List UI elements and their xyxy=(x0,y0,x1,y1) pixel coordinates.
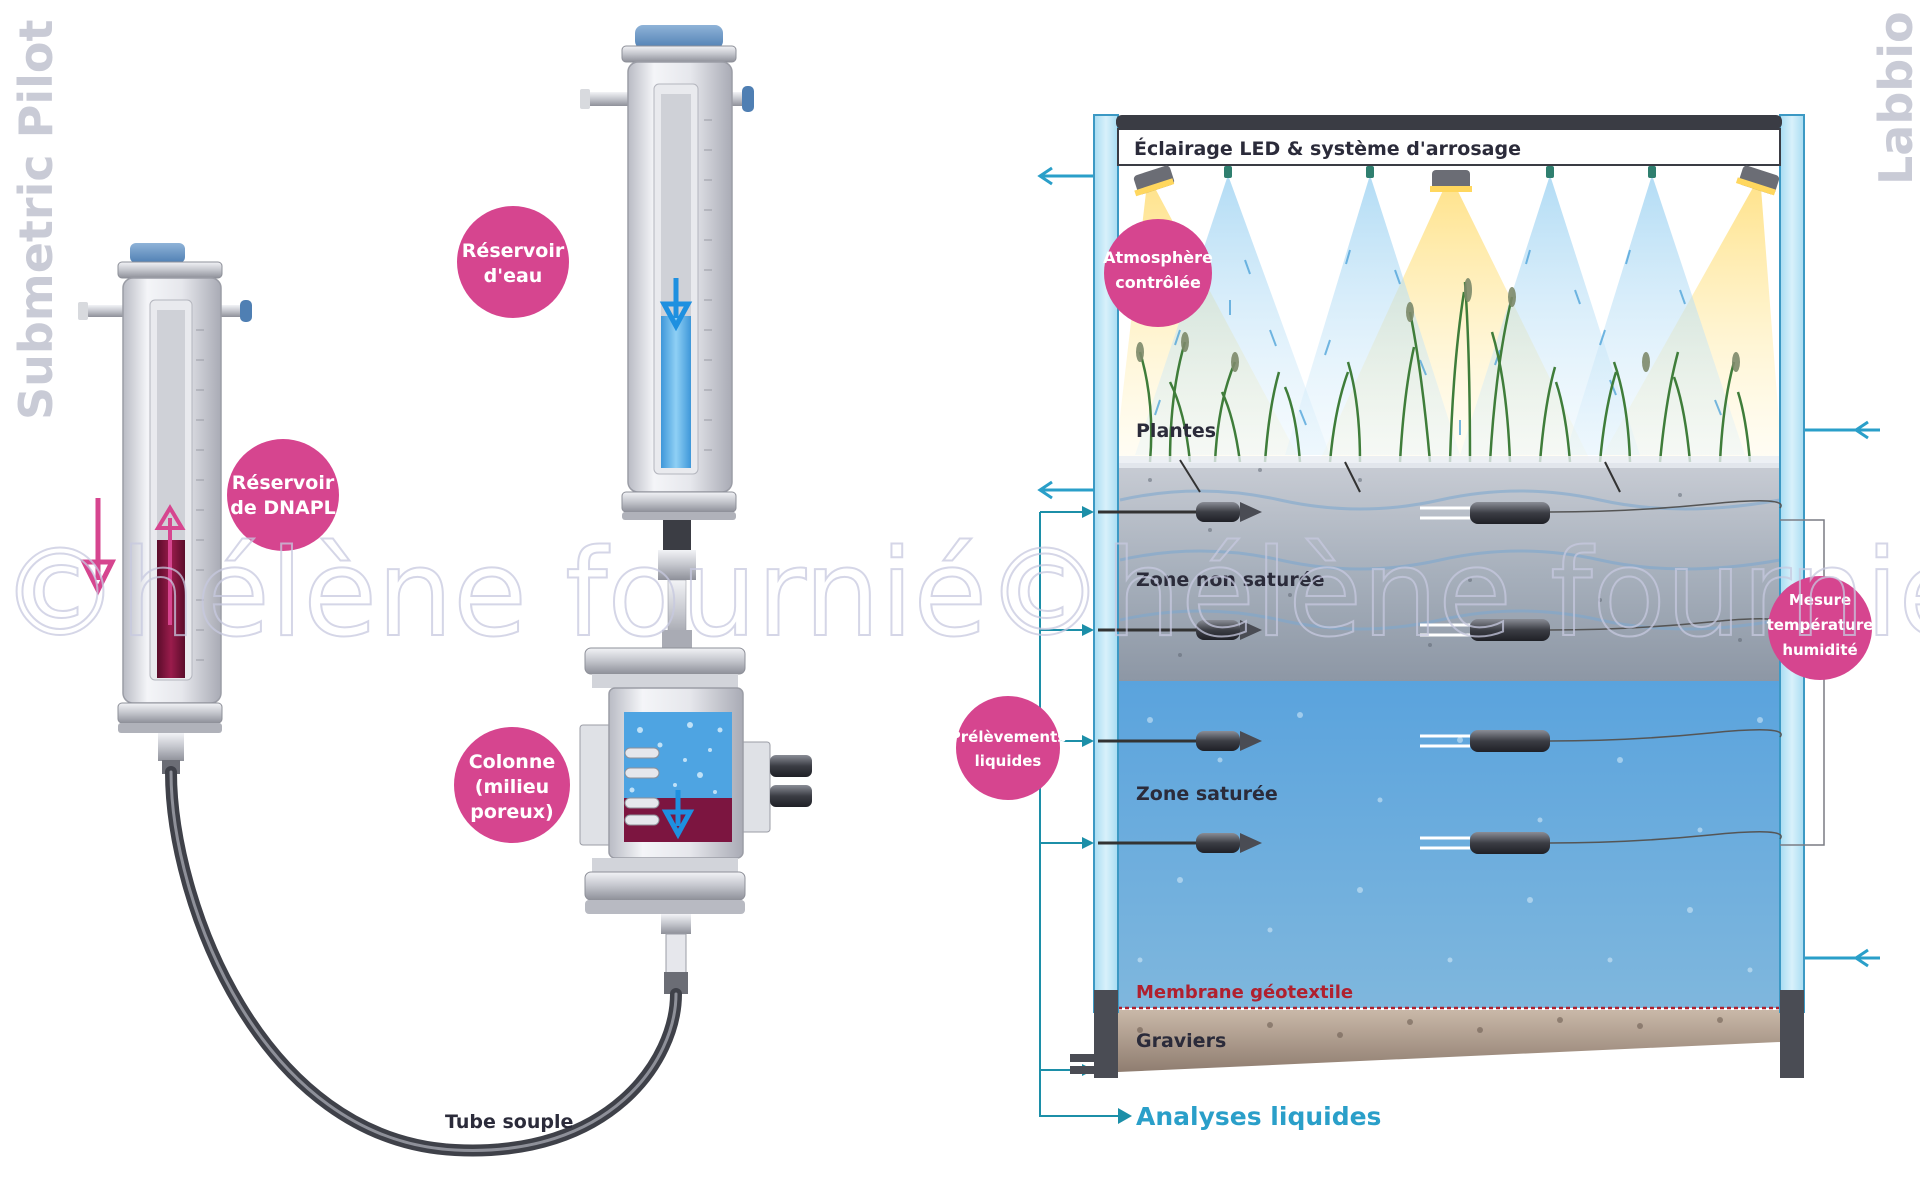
bubble-line: poreux) xyxy=(470,801,553,823)
sensor-icon xyxy=(1420,500,1782,524)
bubble-line: Colonne xyxy=(469,751,556,773)
arrow-down-icon xyxy=(661,790,695,840)
sprinkler-icon xyxy=(1224,166,1656,178)
label-graviers: Graviers xyxy=(1136,1030,1226,1052)
led-lamp-icon xyxy=(1430,170,1472,192)
label-analyses-liquides: Analyses liquides xyxy=(1136,1102,1381,1131)
arrow-up-icon xyxy=(154,504,186,625)
arrow-left-icon xyxy=(1037,166,1094,500)
led-lamp-icon xyxy=(1735,165,1780,196)
probe-icon xyxy=(1098,731,1262,751)
bubble-line: Réservoir xyxy=(232,472,335,494)
bubble-line: liquides xyxy=(975,752,1042,770)
label-reservoir-eau: Réservoir d'eau xyxy=(457,206,569,318)
spray-cone xyxy=(1135,175,1330,455)
bubble-line: Prélèvements xyxy=(950,728,1066,746)
frame-foot-left xyxy=(1094,990,1118,1078)
label-tube-souple: Tube souple xyxy=(445,1111,573,1133)
bubble-line: humidité xyxy=(1782,641,1857,659)
frame-foot-right xyxy=(1780,990,1804,1078)
arrow-down-icon xyxy=(659,278,693,332)
label-prelevements: Prélèvements liquides xyxy=(950,696,1066,800)
label-mesure: Mesure température humidité xyxy=(1767,576,1874,680)
label-eclairage: Éclairage LED & système d'arrosage xyxy=(1134,137,1521,160)
bubble-line: contrôlée xyxy=(1115,273,1201,292)
label-reservoir-dnapl: Réservoir de DNAPL xyxy=(227,439,339,551)
arrow-down-icon xyxy=(79,498,117,596)
spray-cone xyxy=(1285,175,1460,455)
watermark-left: ©hélène fournié xyxy=(0,525,987,664)
bubble-line: Atmosphère xyxy=(1103,248,1213,267)
bubble-line: d'eau xyxy=(484,265,543,287)
label-plantes: Plantes xyxy=(1136,420,1216,442)
porous-column xyxy=(579,647,812,994)
arrow-right-icon xyxy=(1118,1108,1132,1124)
side-title-right: Labbio xyxy=(1869,11,1920,185)
bubble-line: (milieu xyxy=(475,776,549,798)
side-title-left: Submetric Pilot xyxy=(9,19,63,420)
plants xyxy=(1138,281,1752,463)
probe-icon xyxy=(1098,833,1262,853)
led-lamp-icon xyxy=(1133,165,1175,197)
bubble-line: Réservoir xyxy=(462,240,565,262)
reservoir-cap xyxy=(635,25,723,49)
dnapl-reservoir xyxy=(78,243,252,774)
arrow-left-icon xyxy=(1804,420,1880,968)
sensor-icon xyxy=(1420,831,1782,854)
left-apparatus: Réservoir de DNAPL Réservoir d'eau Colon… xyxy=(78,25,812,1157)
probe-icon xyxy=(1098,502,1262,522)
spray-cone xyxy=(1565,175,1745,455)
label-atmosphere: Atmosphère contrôlée xyxy=(1103,219,1213,327)
top-rail xyxy=(1116,115,1782,129)
watermark-right: ©hélène fournié xyxy=(985,525,1920,664)
bubble-line: de DNAPL xyxy=(230,497,336,519)
label-colonne: Colonne (milieu poreux) xyxy=(454,727,570,843)
gravel-layer xyxy=(1118,1010,1780,1072)
label-membrane: Membrane géotextile xyxy=(1136,982,1353,1003)
water-reservoir xyxy=(580,25,754,651)
right-mesocosm: Éclairage LED & système d'arrosage Plant… xyxy=(950,114,1880,1131)
reservoir-cap xyxy=(130,243,185,263)
label-zone-saturee: Zone saturée xyxy=(1136,783,1278,805)
bubble-line: Mesure xyxy=(1789,591,1851,609)
bubble-line: température xyxy=(1767,616,1874,634)
water-liquid xyxy=(661,316,691,468)
sensor-icon xyxy=(1420,618,1782,641)
label-zone-non-saturee: Zone non saturée xyxy=(1136,569,1324,591)
sensor-icon xyxy=(1420,729,1782,752)
probe-icon xyxy=(1098,620,1262,640)
